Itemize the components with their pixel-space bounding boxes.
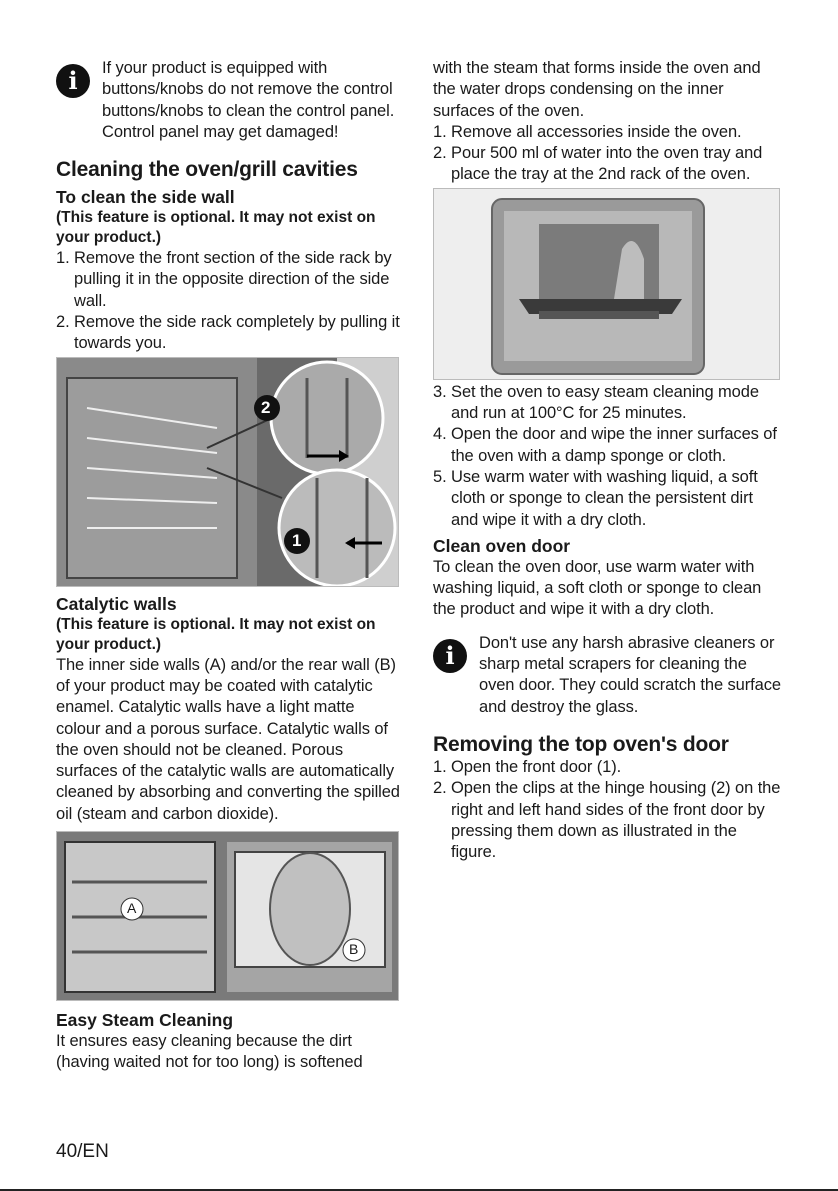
list-item: 1. Remove the front section of the side … (56, 249, 392, 310)
side-wall-title: To clean the side wall (56, 187, 235, 208)
footer-divider (0, 1189, 838, 1191)
clean-door-body: To clean the oven door, use warm water w… (433, 557, 762, 619)
side-wall-steps: 1. Remove the front section of the side … (56, 248, 401, 354)
right-column: with the steam that forms inside the ove… (433, 58, 783, 863)
catalytic-figure: A B (56, 831, 399, 1002)
list-item: 2. Remove the side rack completely by pu… (56, 313, 400, 353)
list-item: 5. Use warm water with washing liquid, a… (433, 467, 758, 529)
steam-steps-a: 1. Remove all accessories inside the ove… (433, 122, 783, 186)
easy-steam-continued: with the steam that forms inside the ove… (433, 59, 761, 120)
page-number: 40/EN (56, 1141, 109, 1162)
removing-door-title: Removing the top oven's door (433, 732, 729, 756)
figure-label-b: B (349, 941, 359, 958)
optional-note: (This feature is optional. It may not ex… (56, 615, 376, 653)
note-line: Control panel may get damaged! (102, 122, 339, 141)
easy-steam-title: Easy Steam Cleaning (56, 1010, 234, 1031)
note-line: If your product is equipped with buttons… (102, 59, 395, 120)
info-note-door: i Don't use any harsh abrasive cleaners … (433, 633, 783, 718)
info-note-control-panel: i If your product is equipped with butto… (56, 58, 401, 143)
left-column: i If your product is equipped with butto… (56, 58, 401, 1074)
note-line: Don't use any harsh abrasive cleaners or… (479, 633, 781, 716)
list-item: 1. Open the front door (1). (433, 757, 622, 776)
section-title: Cleaning the oven/grill cavities (56, 158, 358, 182)
catalytic-body: The inner side walls (A) and/or the rear… (56, 655, 400, 823)
list-item: 2. Open the clips at the hinge housing (… (433, 779, 781, 862)
list-item: 4. Open the door and wipe the inner surf… (433, 425, 777, 465)
info-icon: i (56, 64, 90, 98)
removing-door-steps: 1. Open the front door (1). 2. Open the … (433, 757, 783, 863)
side-rack-figure: 2 1 (56, 356, 399, 587)
oven-tray-figure (433, 187, 780, 380)
list-item: 3. Set the oven to easy steam cleaning m… (433, 382, 759, 423)
steam-steps-b: 3. Set the oven to easy steam cleaning m… (433, 382, 783, 531)
figure-label-a: A (127, 900, 137, 917)
info-icon: i (433, 638, 467, 673)
easy-steam-body: It ensures easy cleaning because the dir… (56, 1032, 363, 1072)
clean-door-title: Clean oven door (433, 535, 571, 556)
figure-label-1: 1 (292, 530, 302, 550)
list-item: 2. Pour 500 ml of water into the oven tr… (433, 144, 763, 184)
catalytic-title: Catalytic walls (56, 593, 177, 614)
optional-note: (This feature is optional. It may not ex… (56, 209, 376, 247)
list-item: 1. Remove all accessories inside the ove… (433, 122, 742, 141)
figure-label-2: 2 (261, 397, 271, 417)
